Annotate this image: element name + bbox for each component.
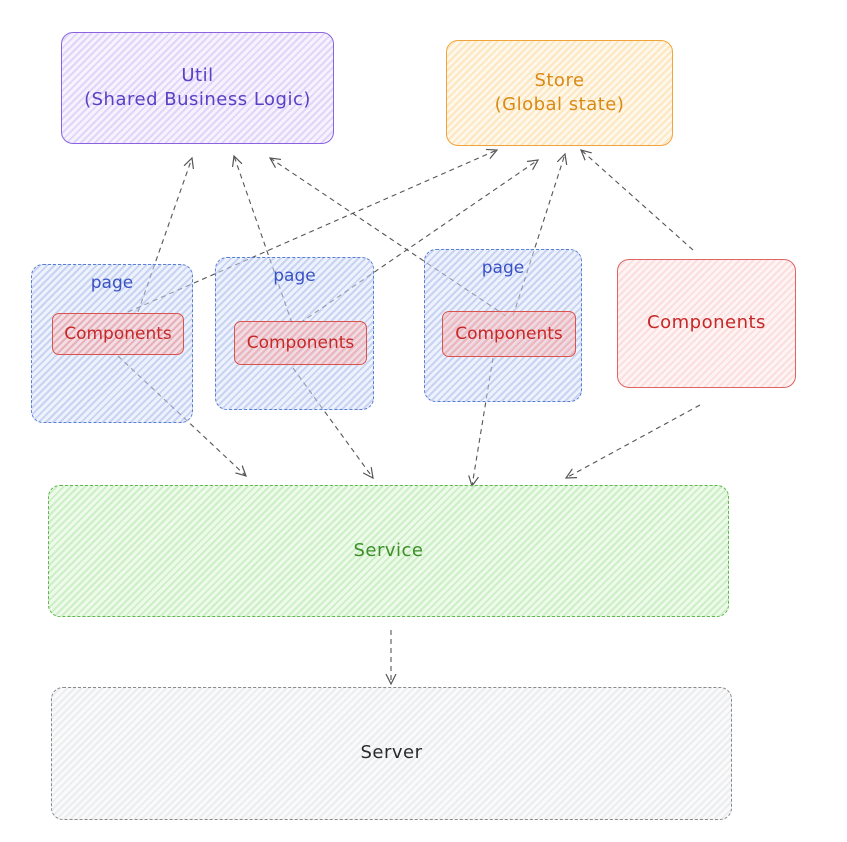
service-label: Service — [353, 539, 424, 561]
util-label: Util (Shared Business Logic) — [84, 64, 311, 110]
components-box-1: Components — [52, 313, 184, 355]
page-label: page — [90, 273, 134, 293]
page-box-1: page Components — [31, 264, 193, 423]
page-label: page — [273, 266, 316, 286]
store-box: Store (Global state) — [446, 40, 673, 146]
page-label: page — [481, 258, 525, 278]
server-box: Server — [51, 687, 732, 820]
components-box-2: Components — [234, 321, 367, 365]
arrow-comp4-to-service — [566, 404, 701, 478]
components-box-3: Components — [442, 311, 576, 357]
page-box-2: page Components — [215, 257, 374, 410]
components-label: Components — [246, 333, 355, 353]
standalone-components-label: Components — [647, 312, 766, 334]
store-label: Store (Global state) — [494, 69, 625, 115]
components-label: Components — [455, 324, 563, 344]
util-box: Util (Shared Business Logic) — [61, 32, 334, 144]
service-box: Service — [48, 485, 729, 617]
components-label: Components — [64, 324, 172, 344]
arrow-comp4-to-store — [581, 150, 694, 251]
server-label: Server — [360, 742, 423, 764]
standalone-components-box: Components — [617, 259, 796, 388]
page-box-3: page Components — [424, 249, 582, 402]
